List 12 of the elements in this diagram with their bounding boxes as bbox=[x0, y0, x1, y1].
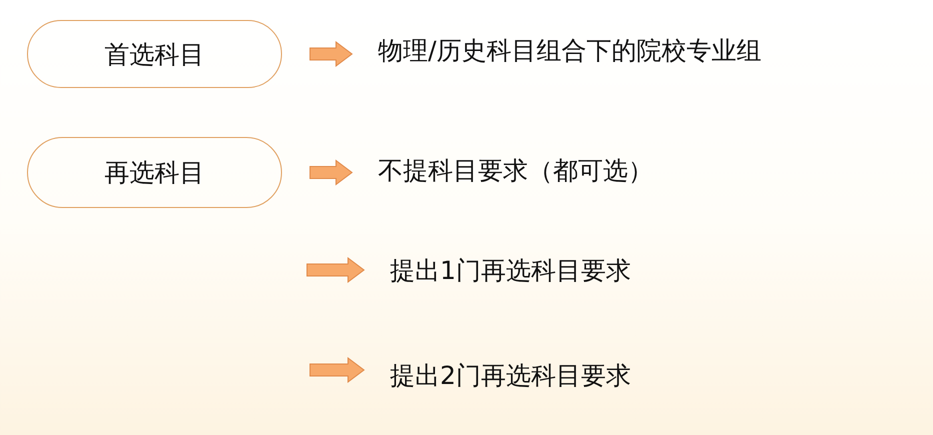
block-arrow bbox=[310, 357, 365, 383]
rounded-box bbox=[27, 20, 282, 88]
text-label: 提出2门再选科目要求 bbox=[390, 355, 710, 395]
box-label: 再选科目 bbox=[104, 157, 204, 189]
block-arrow bbox=[310, 160, 353, 186]
text-label: 不提科目要求（都可选） bbox=[378, 150, 738, 190]
rounded-box bbox=[27, 137, 282, 208]
box-label: 首选科目 bbox=[104, 38, 204, 70]
text-label: 提出1门再选科目要求 bbox=[390, 250, 710, 290]
block-arrow bbox=[306, 257, 365, 283]
block-arrow bbox=[310, 41, 353, 67]
text-label: 物理/历史科目组合下的院校专业组 bbox=[378, 30, 858, 70]
